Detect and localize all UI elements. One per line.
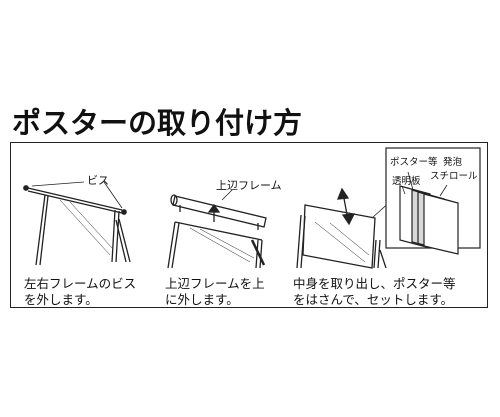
step-2-text: 上辺フレームを上 に外します。 — [165, 276, 265, 308]
top-frame-label: 上辺フレーム — [216, 179, 282, 192]
step-3-text: 中身を取り出し、ポスター等 をはさんで、セットします。 — [293, 276, 456, 308]
poster-label: ポスター等 — [390, 157, 438, 168]
instruction-panel — [10, 142, 488, 308]
step-3-line-2: をはさんで、セットします。 — [293, 292, 454, 307]
step-1-line-2: を外します。 — [24, 292, 98, 307]
stand-with-screws-illustration — [23, 181, 131, 266]
step-2-line-2: に外します。 — [165, 292, 239, 307]
clear-board-label: 透明板 — [392, 176, 421, 187]
styrofoam-label: スチロール — [430, 171, 478, 182]
insert-poster-illustration — [296, 187, 393, 269]
step-3-line-1: 中身を取り出し、ポスター等 — [293, 276, 456, 291]
top-frame-illustration — [167, 189, 267, 269]
page-title: ポスターの取り付け方 — [12, 106, 303, 140]
step-1-line-1: 左右フレームのビス — [24, 276, 137, 291]
foam-label: 発泡 — [443, 157, 463, 168]
screws-label: ビス — [87, 174, 109, 187]
layer-detail-inset — [385, 147, 481, 255]
step-2-line-1: 上辺フレームを上 — [165, 276, 265, 291]
step-1-text: 左右フレームのビス を外します。 — [24, 276, 136, 308]
